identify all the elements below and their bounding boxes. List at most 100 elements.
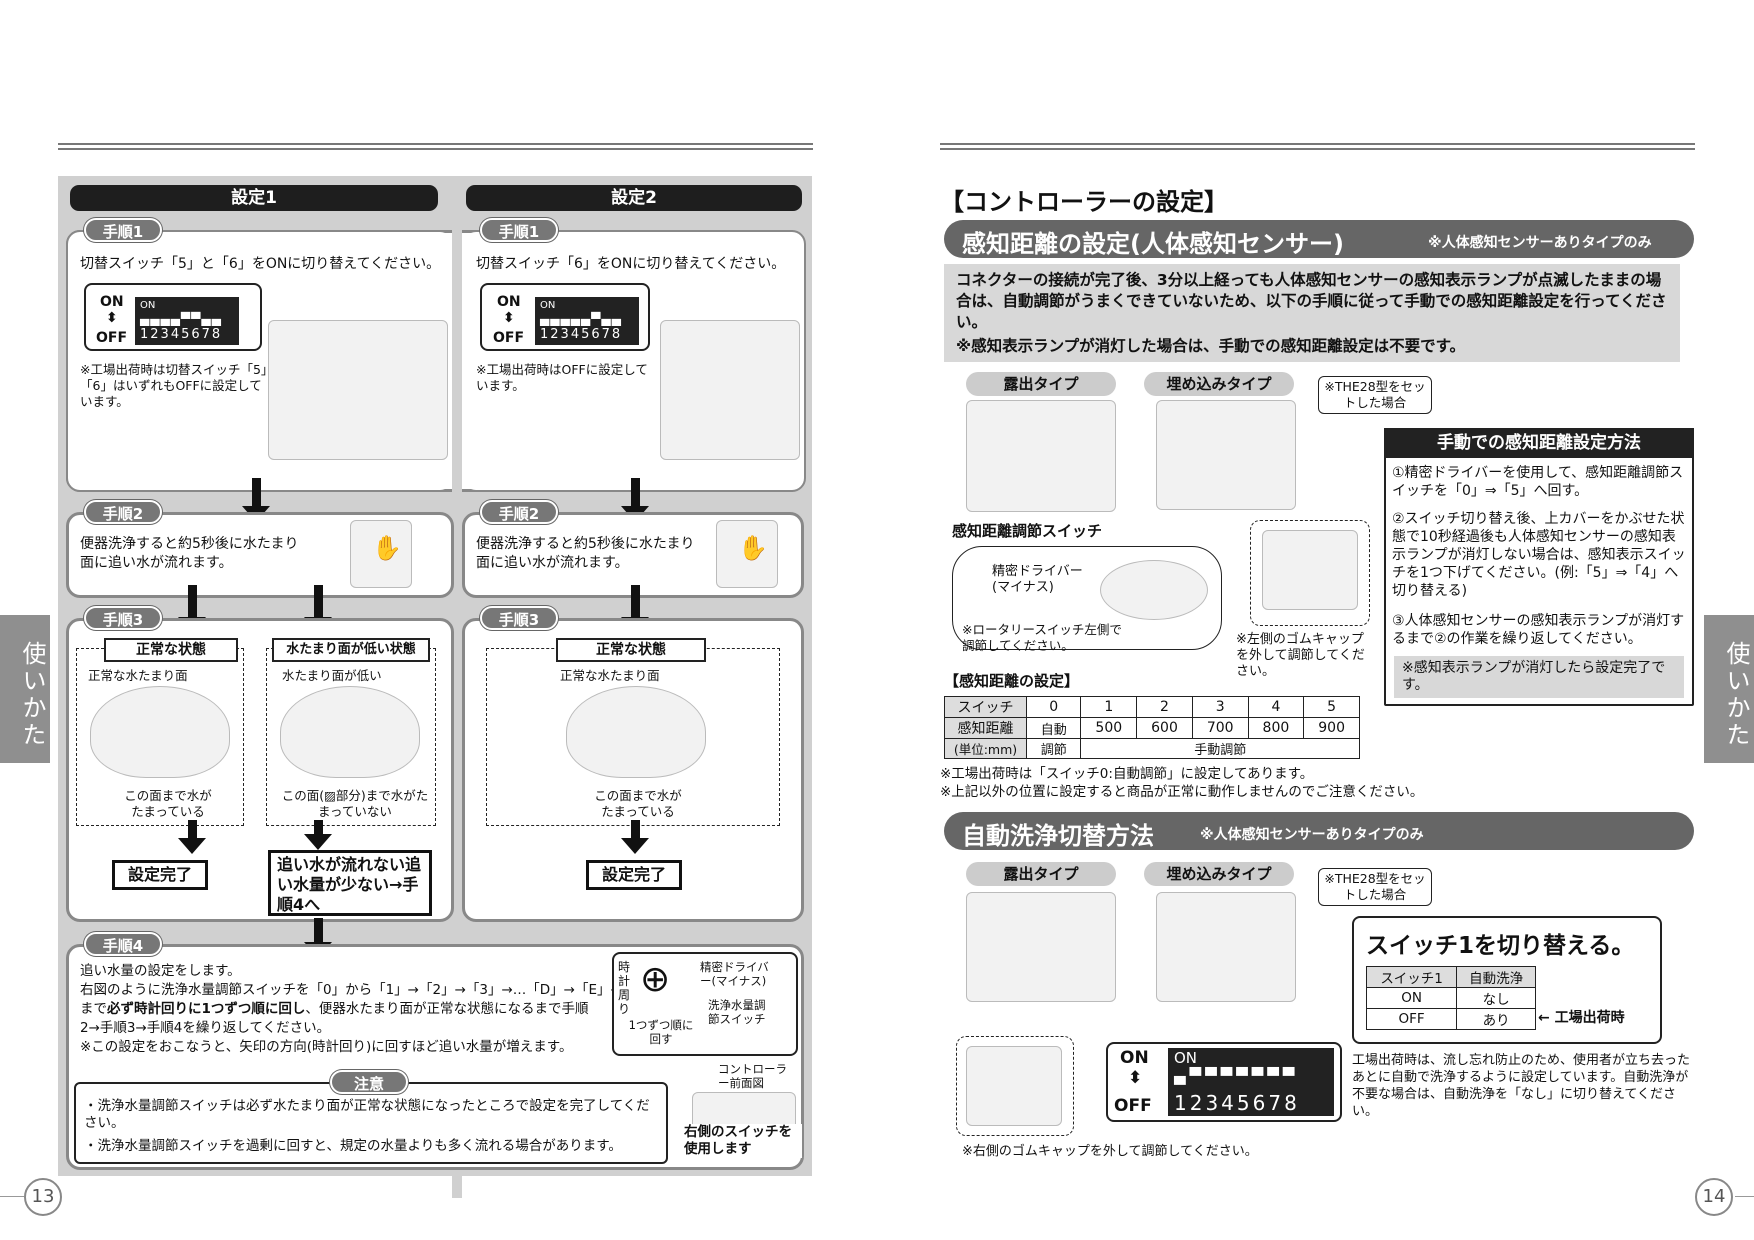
step4-l3a: まで: [80, 1001, 107, 1017]
manual-step2: ②スイッチ切り替え後、上カバーをかぶせた状態で10秒経過後も人体感知センサーの感…: [1392, 511, 1686, 599]
step4-switch: 洗浄水量調節スイッチ: [708, 998, 766, 1026]
sec2-updown-icon: ⬍: [1128, 1068, 1143, 1088]
sec1-embedded-illustration: [1156, 400, 1296, 510]
s1-dip-nums: 12345678: [140, 327, 223, 342]
manual-done: ※感知表示ランプが消灯したら設定完了です。: [1402, 660, 1666, 693]
sec1-driver: 精密ドライバー(マイナス): [992, 564, 1083, 595]
sec1-rotary-note: ※ロータリースイッチ左側で調節してください。: [962, 622, 1122, 653]
sec1-sw-label: 感知距離調節スイッチ: [952, 522, 1103, 540]
step4-dial-callout: [612, 952, 798, 1056]
step4-dial-cw: 時計周り: [618, 960, 631, 1016]
step4-controller-illustration: [692, 1092, 796, 1130]
sec1-exposed-illustration: [966, 400, 1116, 512]
right-heading: 【コントローラーの設定】: [940, 188, 1228, 216]
td-unit: (単位:mm): [944, 738, 1027, 759]
td-distance: 感知距離: [944, 717, 1027, 739]
s2-dip-levers: ▄▄▄▄▄▀▄▄: [540, 312, 622, 326]
td-auto: 自動: [1025, 717, 1082, 739]
th-5: 5: [1303, 696, 1360, 718]
td-500: 500: [1080, 717, 1138, 739]
s2-dip-on: ON: [540, 300, 556, 311]
s2-step1-note: ※工場出荷時はOFFに設定しています。: [476, 362, 648, 393]
step4-right-sw: 右側のスイッチを使用します: [684, 1124, 802, 1158]
s1-off-label: OFF: [96, 330, 128, 346]
s2-done-label: 設定完了: [586, 860, 682, 890]
side-tab-right[interactable]: 使いかた: [1704, 615, 1754, 763]
s1-low-title: 水たまり面が低い状態: [272, 638, 430, 662]
th-switch1: スイッチ1: [1365, 966, 1458, 988]
s2-updown-icon: ⬍: [503, 310, 515, 326]
s1-step1-label: 手順1: [84, 218, 162, 242]
sec2-title-bar: [944, 812, 1694, 850]
sec2-title: 自動洗浄切替方法: [962, 822, 1154, 850]
s1-hand-sensor-illustration: [350, 520, 412, 588]
step4-l3: まで必ず時計回りに1つずつ順に回し、便器水たまり面が正常な状態になるまで手順: [80, 1000, 589, 1019]
s1-updown-icon: ⬍: [106, 310, 118, 326]
table-row: 感知距離 自動 500 600 700 800 900: [944, 717, 1360, 739]
sec2-embedded-illustration: [1156, 892, 1296, 1002]
side-tab-left[interactable]: 使いかた: [0, 615, 50, 763]
td-600: 600: [1136, 717, 1193, 739]
step4-l3c: 、便器水たまり面が正常な状態になるまで手順: [305, 1001, 589, 1017]
dial-icon: ⊕: [640, 959, 671, 1000]
sec2-exposed-illustration: [966, 892, 1116, 1002]
caution-label: 注意: [330, 1070, 408, 1094]
sec2-dip-on: ON: [1174, 1049, 1198, 1067]
s1-done-label: 設定完了: [112, 860, 208, 890]
caution-2: ・洗浄水量調節スイッチを過剰に回すと、規定の水量よりも多く流れる場合があります。: [84, 1138, 622, 1154]
sec1-title-bar: [944, 220, 1694, 258]
page-number-right: 14: [1695, 1178, 1733, 1216]
manual-step3: ③人体感知センサーの感知表示ランプが消灯するまで②の作業を繰り返してください。: [1392, 613, 1685, 647]
sec1-intro-box: [944, 264, 1680, 362]
footer-line-left: [0, 1196, 24, 1197]
sec2-dip-panel: [1168, 1048, 1334, 1116]
sec2-embedded-tag: 埋め込みタイプ: [1144, 862, 1294, 886]
sec2-cap: ※右側のゴムキャップを外して調節してください。: [962, 1144, 1258, 1159]
s1-low-bowl-illustration: [280, 686, 420, 778]
s1-hand-icon: ✋: [372, 534, 402, 562]
s1-next-label: 追い水が流れない追い水量が少ない→手順4へ: [268, 850, 432, 916]
top-rule-right: [940, 143, 1695, 150]
sec2-switch-title: スイッチ1を切り替える。: [1366, 933, 1635, 959]
table-row: (単位:mm) 調節 手動調節: [944, 738, 1360, 759]
s1-dip-panel: [135, 297, 239, 345]
s1-s2-gap-1: [452, 228, 462, 1198]
step4-driver: 精密ドライバー(マイナス): [700, 960, 769, 988]
s1-step2-text: 便器洗浄すると約5秒後に水たまり面に追い水が流れます。: [80, 536, 299, 571]
s2-hand-sensor-illustration: [716, 520, 778, 588]
sec2-controller-frame: [956, 1036, 1074, 1136]
sec1-exposed-tag: 露出タイプ: [966, 372, 1116, 396]
s2-normal-bowl-illustration: [566, 686, 706, 778]
th-4: 4: [1247, 696, 1305, 718]
sec1-cap: ※左側のゴムキャップを外して調節してください。: [1236, 632, 1365, 679]
th-3: 3: [1191, 696, 1249, 718]
step4-l3b: 必ず時計回りに1つずつ順に回し: [107, 1001, 306, 1017]
s1-dip-levers: ▄▄▄▄▀▀▄▄: [140, 312, 222, 326]
sec2-on-label: ON: [1120, 1048, 1149, 1068]
sec2-off-label: OFF: [1114, 1096, 1152, 1116]
step4-ctrl: コントローラー前面図: [718, 1062, 787, 1090]
sec1-table-title: 【感知距離の設定】: [944, 672, 1080, 690]
step4-l1: 追い水量の設定をします。: [80, 963, 241, 979]
sec1-distance-table: スイッチ 0 1 2 3 4 5 感知距離 自動 500 600 700 800…: [944, 696, 1360, 759]
sec1-controller-zoom-frame: [1250, 520, 1370, 626]
s2-step2-text: 便器洗浄すると約5秒後に水たまり面に追い水が流れます。: [476, 536, 695, 571]
th-2: 2: [1136, 696, 1193, 718]
manual-step1: ①精密ドライバーを使用して、感知距離調節スイッチを「0」⇒「5」へ回す。: [1392, 465, 1684, 499]
s2-step2-label: 手順2: [480, 500, 558, 524]
s2-step3-label: 手順3: [480, 606, 558, 630]
s2-dip-panel: [535, 297, 639, 345]
td-800: 800: [1247, 717, 1305, 739]
s1-normal-title: 正常な状態: [104, 638, 238, 662]
sec1-title: 感知距離の設定(人体感知センサー): [962, 230, 1344, 258]
s2-step1-text: 切替スイッチ「6」をONに切り替えてください。: [476, 256, 786, 272]
sec2-dip-nums: 12345678: [1174, 1091, 1300, 1115]
s1-step1-text: 切替スイッチ「5」と「6」をONに切り替えてください。: [80, 256, 441, 272]
s1-step2-label: 手順2: [84, 500, 162, 524]
s1-dip-on: ON: [140, 300, 156, 311]
td-on: ON: [1365, 987, 1458, 1009]
